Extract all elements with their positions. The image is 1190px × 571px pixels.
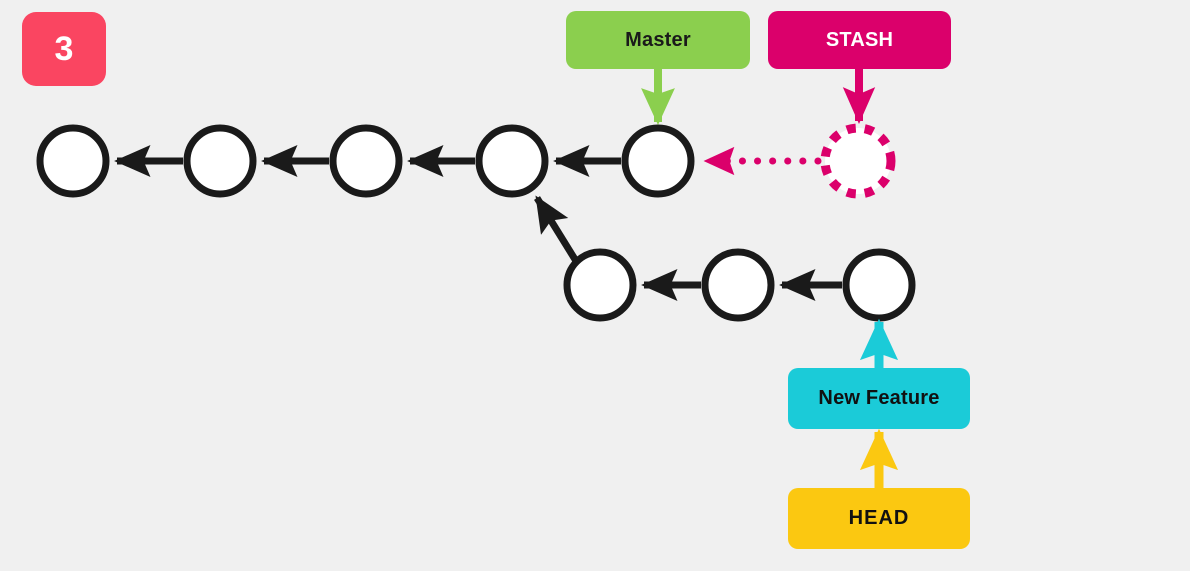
feature-commit-nodes: [563, 248, 916, 322]
new-feature-branch-label[interactable]: New Feature: [788, 368, 970, 429]
master-commit-1: [36, 124, 110, 198]
feature-commit-3: [842, 248, 916, 322]
feature-commit-2: [701, 248, 775, 322]
arrow-branch-point-to-master: [534, 195, 579, 263]
feature-commit-1: [563, 248, 637, 322]
step-number-badge: 3: [22, 12, 106, 86]
master-commit-3: [329, 124, 403, 198]
master-commit-5: [621, 124, 695, 198]
step-number-text: 3: [54, 30, 74, 68]
master-commit-nodes: [36, 124, 695, 198]
head-pointer-label[interactable]: HEAD: [788, 488, 970, 549]
master-branch-label[interactable]: Master: [566, 11, 750, 69]
feature-chain-arrows: [534, 195, 842, 302]
master-commit-4: [475, 124, 549, 198]
master-commit-2: [183, 124, 257, 198]
stash-label[interactable]: STASH: [768, 11, 951, 69]
stash-commit-node: [820, 123, 896, 199]
